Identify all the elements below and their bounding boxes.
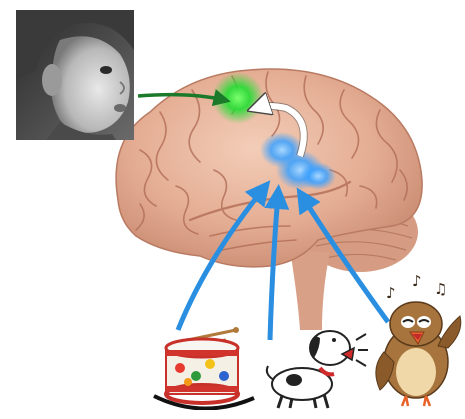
barking-dog-icon <box>262 318 368 410</box>
child-face <box>16 10 134 140</box>
music-note-icon: ♪ <box>386 286 396 301</box>
drum-icon <box>148 324 258 410</box>
singing-bird-icon: ♪ ♫ ♪ <box>372 272 464 410</box>
music-note-icon: ♪ <box>412 274 422 289</box>
music-note-icon: ♫ <box>434 282 447 297</box>
